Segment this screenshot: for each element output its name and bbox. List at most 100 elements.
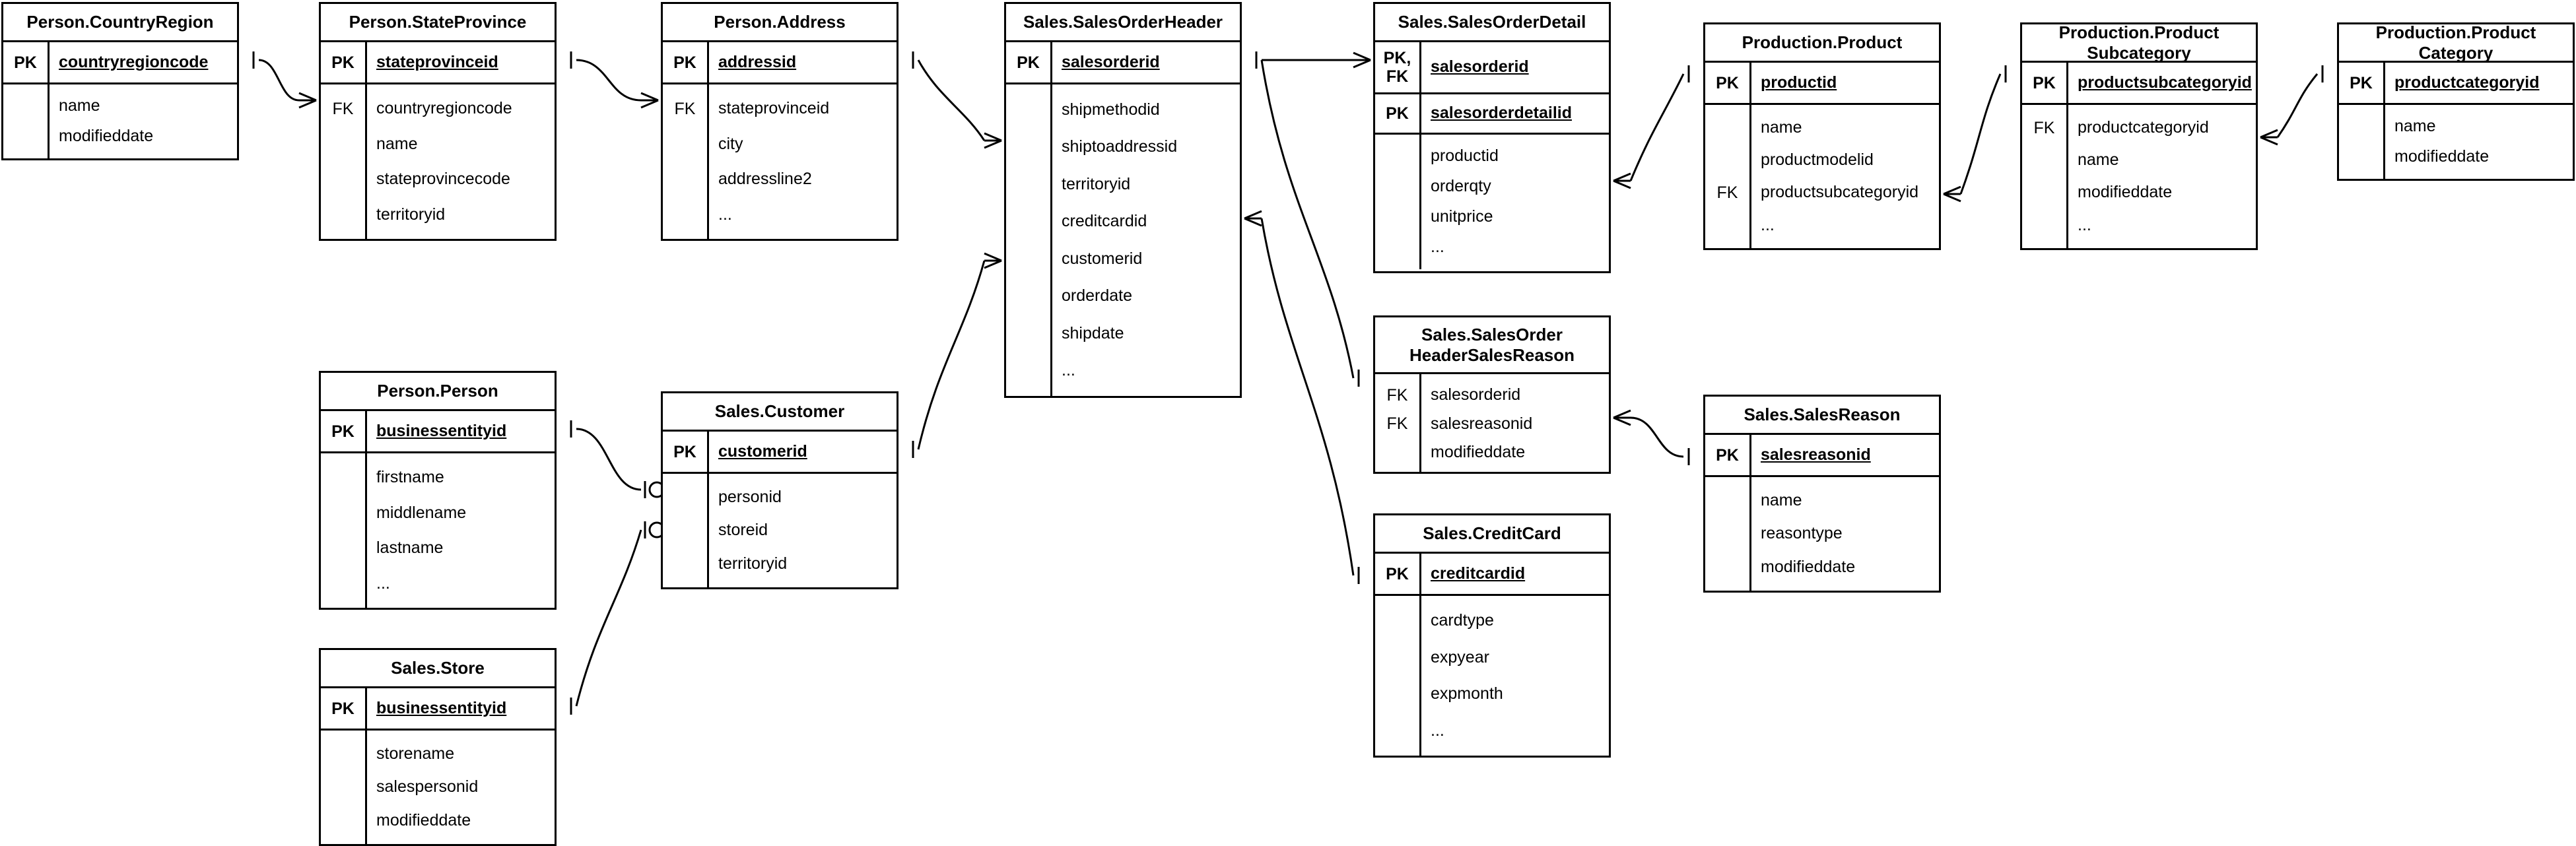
key-tag: PK [1386,564,1409,583]
relationship-stateprovince-to-address [570,51,659,109]
field-name: creditcardid [1431,564,1526,583]
attribute-tag-empty [1006,134,1050,160]
attribute-row: territoryid [1062,174,1131,193]
entity-key-section: PK customerid [663,432,897,472]
crows-foot-prong [1613,179,1631,189]
entity-title: Person.Person [321,373,555,411]
attribute-row: creditcardid [1062,212,1147,230]
crows-foot-prong [984,259,1002,269]
attribute-tag-empty [321,201,365,228]
attribute-tag-empty [1705,554,1749,581]
relationship-countryregion-to-stateprovince [252,51,317,109]
attribute-row: orderdate [1062,286,1133,305]
attribute-row: productcategoryid [2078,117,2209,137]
crows-foot-prong [640,92,659,102]
crows-foot-prong [1244,210,1262,220]
attribute-tag-empty [1705,212,1749,238]
relationship-store-to-customer [570,521,665,715]
attribute-row: modifieddate [1431,443,1526,462]
attribute-fk-tag: FK [1716,183,1738,203]
attribute-tag-empty [1705,487,1749,513]
attribute-tag-empty [1375,204,1419,230]
crows-foot-prong [984,252,1002,262]
crows-foot-prong [2260,136,2278,146]
attribute-row: shipmethodid [1062,100,1160,119]
field-name: stateprovinceid [376,52,498,71]
attribute-tag-empty [2022,147,2066,174]
attribute-row: ... [1431,721,1444,740]
key-field-cell: productcategoryid [2385,73,2573,92]
attribute-tag-empty [1375,644,1419,670]
key-tag: PK [2033,73,2056,92]
attribute-fk-tag: FK [1386,414,1408,434]
relationship-salesorderheader-to-headersalesreason [1255,51,1360,387]
attribute-row: storeid [718,521,768,540]
key-row: PK salesreasonid [1705,435,1939,475]
field-name: countryregioncode [59,52,209,71]
field-name: salesreasonid [1761,445,1871,464]
attribute-tag-empty [321,500,365,526]
attribute-tag-empty [1375,234,1419,261]
key-tag: PK [673,442,696,461]
field-name: customerid [718,441,807,461]
key-tag: PK [1716,445,1739,465]
attribute-row: ... [2078,215,2091,234]
attribute-tag-empty [321,570,365,597]
attribute-row: personid [718,487,782,506]
entity-title: Sales.Store [321,650,555,688]
entity-title: Person.Address [663,4,897,42]
attribute-row: orderqty [1431,177,1491,196]
attribute-row: reasontype [1761,524,1843,543]
key-tag: PK [331,53,355,72]
field-name: productcategoryid [2394,73,2540,92]
attribute-tag-empty [1375,143,1419,170]
entity-title: Sales.SalesOrderHeader [1006,4,1240,42]
attribute-row: ... [1761,215,1775,234]
key-tag: PK [1017,53,1040,72]
attribute-tag-empty [1006,245,1050,272]
attribute-row: ... [1431,238,1444,257]
relationship-line [1260,218,1355,576]
attribute-tag-empty [1705,521,1749,547]
key-field-cell: salesorderid [1052,53,1240,72]
key-tag-cell: PK [1375,554,1421,594]
attribute-row: stateprovinceid [718,99,830,117]
attribute-row: firstname [376,468,444,486]
key-tag-cell: PK [321,688,367,729]
attribute-tag-empty [321,740,365,767]
attribute-fk-tag: FK [332,99,354,118]
attribute-row: storename [376,744,455,763]
key-tag-cell: PK [1705,63,1751,103]
crows-foot-prong [1613,416,1631,426]
attribute-tag-empty [321,808,365,834]
attribute-row: name [59,96,100,115]
crows-foot-prong [1353,51,1371,61]
attribute-tag-empty [2339,144,2383,170]
attribute-row: productsubcategoryid [1761,183,1919,202]
attribute-row: modifieddate [1761,557,1856,576]
